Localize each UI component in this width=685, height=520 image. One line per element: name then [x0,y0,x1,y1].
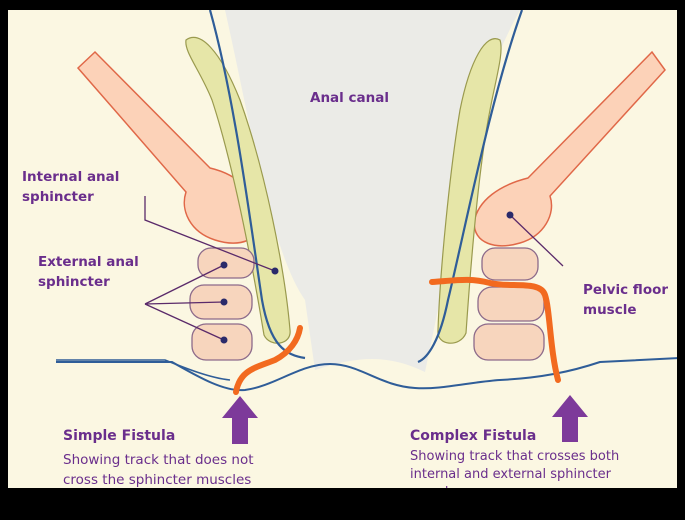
external-sphincter-right [474,248,544,360]
label-anal-canal: Anal canal [310,88,389,108]
simple-fistula-title: Simple Fistula [63,428,175,444]
label-external-sphincter: External anal sphincter [38,252,139,292]
label-internal-sphincter: Internal anal sphincter [22,167,119,207]
complex-fistula-arrow [552,395,588,442]
pelvic-floor-muscle-right [474,52,665,246]
skin-outline [56,358,677,390]
label-pelvic-floor: Pelvic floor muscle [583,280,668,320]
simple-fistula-arrow [222,396,258,444]
simple-fistula-caption: Showing track that does not cross the sp… [63,450,254,488]
anatomy-diagram [8,10,677,488]
complex-fistula-caption: Showing track that crosses both internal… [410,448,619,488]
diagram-panel: Anal canal Internal anal sphincter Exter… [8,10,677,488]
complex-fistula-title: Complex Fistula [410,428,536,444]
